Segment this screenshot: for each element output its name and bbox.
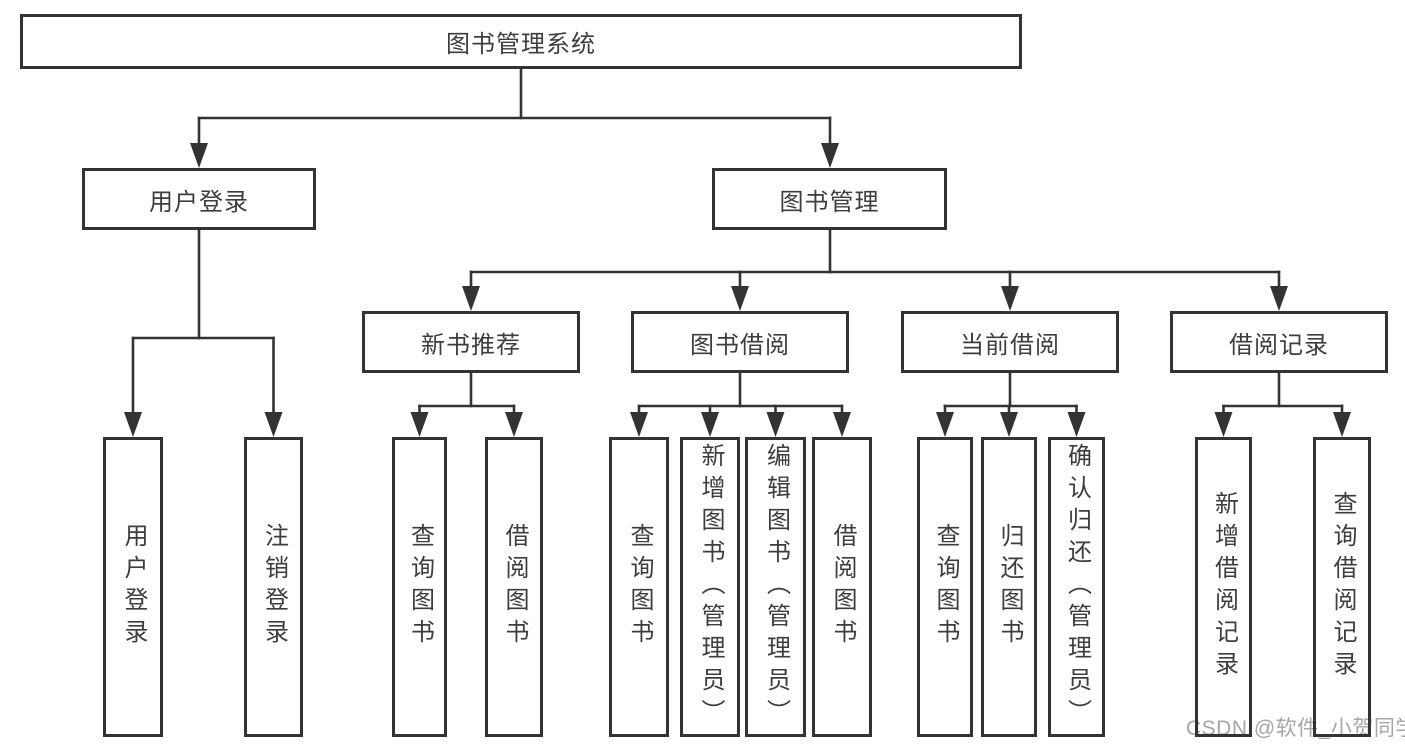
connector-book-borrowing (630, 371, 851, 437)
leaf-borrowing-borrow-books-label: 借阅图书 (829, 523, 856, 651)
connector-borrowing-records (1214, 371, 1351, 437)
leaf-borrowing-add-books-admin: 新增图书（管理员） (680, 437, 740, 737)
leaf-current-confirm-return-admin: 确认归还（管理员） (1048, 437, 1105, 737)
connector-book-management (462, 228, 1288, 311)
leaf-records-add-record: 新增借阅记录 (1195, 437, 1252, 737)
leaf-borrowing-borrow-books: 借阅图书 (812, 437, 872, 737)
node-new-book-recommendation: 新书推荐 (362, 311, 580, 373)
leaf-newbooks-borrow-books-label: 借阅图书 (501, 523, 528, 651)
leaf-records-query-record: 查询借阅记录 (1313, 437, 1371, 737)
node-current-borrowing-label: 当前借阅 (960, 331, 1060, 359)
connector-new-book-recommendation (410, 371, 523, 437)
leaf-newbooks-query-books-label: 查询图书 (406, 523, 434, 651)
leaf-borrowing-add-books-admin-label: 新增图书（管理员） (697, 443, 724, 731)
leaf-logout-label: 注销登录 (260, 523, 288, 651)
leaf-user-login-label: 用户登录 (120, 523, 147, 651)
leaf-user-login: 用户登录 (103, 437, 163, 737)
node-current-borrowing: 当前借阅 (901, 311, 1119, 373)
leaf-current-return-books: 归还图书 (981, 437, 1037, 737)
node-book-management-label: 图书管理 (779, 188, 880, 216)
leaf-current-query-books-label: 查询图书 (932, 523, 959, 651)
leaf-newbooks-query-books: 查询图书 (392, 437, 447, 737)
leaf-borrowing-edit-books-admin: 编辑图书（管理员） (745, 437, 806, 737)
leaf-borrowing-query-books-label: 查询图书 (626, 523, 653, 651)
node-book-management-branch: 图书管理 (712, 168, 947, 230)
connector-root (190, 67, 839, 168)
leaf-borrowing-edit-books-admin-label: 编辑图书（管理员） (762, 443, 790, 731)
node-book-borrowing: 图书借阅 (631, 311, 849, 373)
leaf-logout: 注销登录 (244, 437, 303, 737)
node-borrowing-records: 借阅记录 (1170, 311, 1388, 373)
node-new-book-recommendation-label: 新书推荐 (421, 331, 521, 359)
leaf-borrowing-query-books: 查询图书 (609, 437, 669, 737)
node-book-borrowing-label: 图书借阅 (690, 331, 790, 359)
leaf-records-add-record-label: 新增借阅记录 (1210, 491, 1238, 683)
node-root-label: 图书管理系统 (446, 31, 596, 58)
leaf-current-confirm-return-admin-label: 确认归还（管理员） (1063, 443, 1091, 731)
node-user-login-label: 用户登录 (149, 188, 249, 216)
connector-user-login (124, 228, 283, 437)
connector-current-borrowing (936, 371, 1086, 437)
node-root: 图书管理系统 (20, 14, 1022, 69)
leaf-records-query-record-label: 查询借阅记录 (1329, 491, 1356, 683)
node-borrowing-records-label: 借阅记录 (1229, 331, 1329, 359)
leaf-newbooks-borrow-books: 借阅图书 (485, 437, 543, 737)
leaf-current-query-books: 查询图书 (917, 437, 973, 737)
leaf-current-return-books-label: 归还图书 (996, 523, 1023, 651)
node-user-login-branch: 用户登录 (82, 168, 316, 230)
